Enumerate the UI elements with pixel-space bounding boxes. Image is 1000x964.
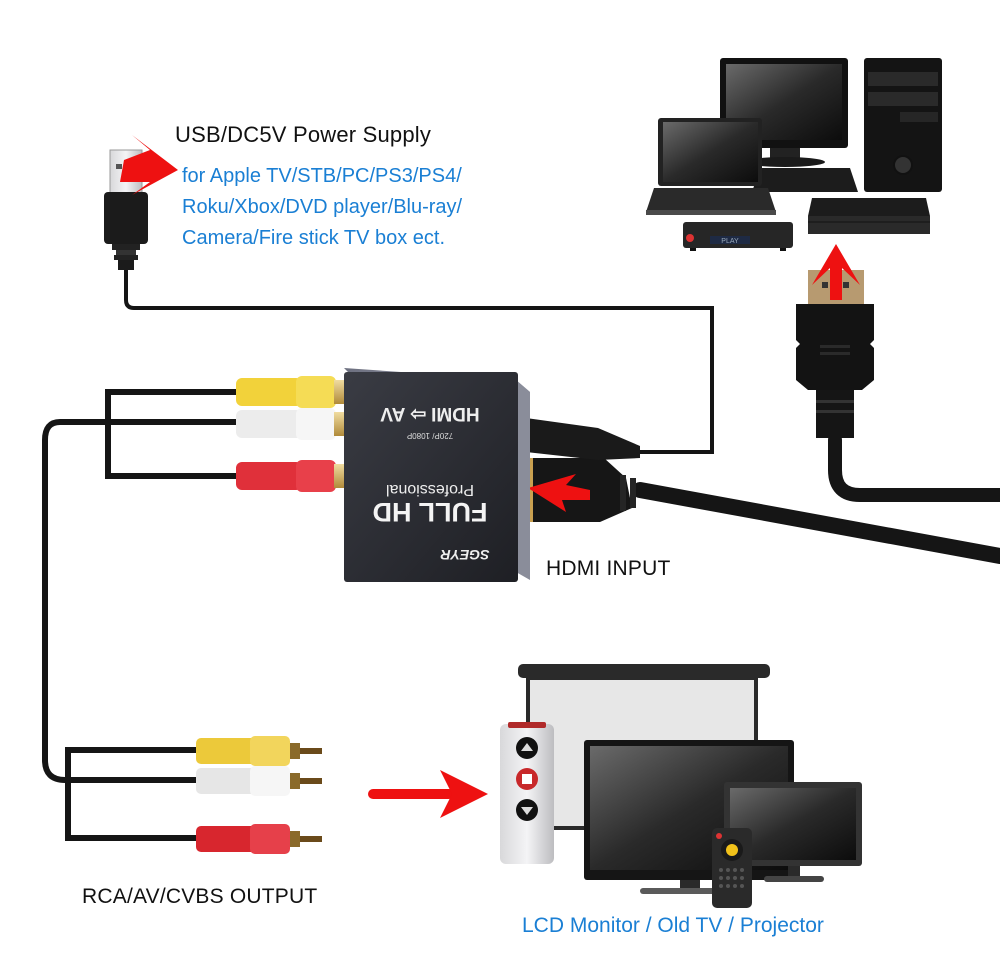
pc-tower-icon <box>864 58 942 192</box>
rca-cable-bundle <box>42 389 240 841</box>
game-console-icon <box>808 198 930 234</box>
output-rca-plugs <box>196 736 322 854</box>
usb-power-cable <box>124 266 714 454</box>
device-resolution-text: 720P/ 1080P <box>407 431 453 440</box>
device-model-text: HDMI ⇨ AV <box>380 403 480 424</box>
hdmi-input-label: HDMI INPUT <box>546 557 671 580</box>
dvd-display-text: PLAY <box>721 238 739 245</box>
dvd-player-icon: PLAY <box>683 222 793 251</box>
laptop-icon <box>646 118 776 215</box>
desktop-monitor-icon <box>720 58 858 192</box>
rca-output-label: RCA/AV/CVBS OUTPUT <box>82 885 318 908</box>
hdmi-input-arrow-icon <box>528 474 590 512</box>
display-devices <box>500 664 862 908</box>
hdmi-input-cable <box>525 458 1000 564</box>
device-rca-plugs <box>236 376 344 492</box>
usb-arrow-icon <box>120 135 178 195</box>
device-title-text: FULL HD <box>373 497 488 527</box>
screen-remote-icon <box>500 722 554 864</box>
output-arrow-icon <box>368 770 488 818</box>
source-devices: PLAY <box>646 58 942 251</box>
compatibility-line: Camera/Fire stick TV box ect. <box>182 227 446 249</box>
dc-power-plug <box>526 418 640 460</box>
hdmi-source-cable <box>796 270 1000 502</box>
display-devices-label: LCD Monitor / Old TV / Projector <box>522 914 824 937</box>
tv-remote-icon <box>712 828 752 908</box>
power-supply-label: USB/DC5V Power Supply <box>175 122 432 147</box>
converter-device: 720P/ 1080P HDMI ⇨ AV Professional FULL … <box>344 368 530 582</box>
compatibility-line: Roku/Xbox/DVD player/Blu-ray/ <box>182 196 463 218</box>
device-brand-text: SGEYR <box>440 547 490 563</box>
compatibility-list: for Apple TV/STB/PC/PS3/PS4/ Roku/Xbox/D… <box>182 161 462 254</box>
device-subtitle-text: Professional <box>386 481 474 498</box>
hdmi-source-arrow-icon <box>812 244 860 300</box>
compatibility-line: for Apple TV/STB/PC/PS3/PS4/ <box>182 165 462 187</box>
